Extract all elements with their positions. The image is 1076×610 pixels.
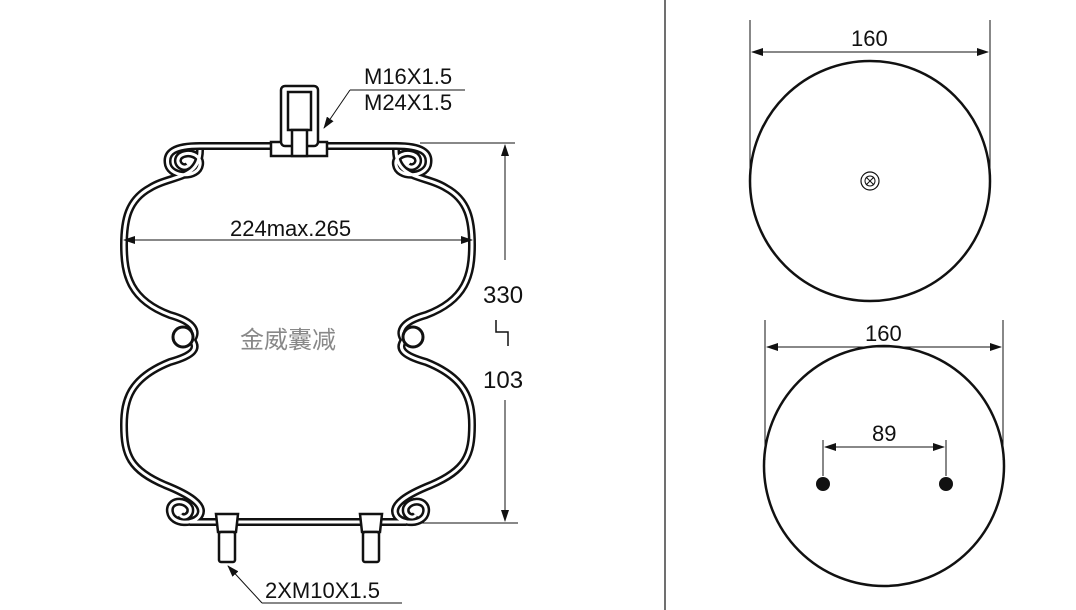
bolt-spacing: 89 xyxy=(872,421,896,446)
max-height-dimension: 330 xyxy=(483,282,523,309)
air-spring-side-view xyxy=(124,84,472,564)
bottom-diameter: 160 xyxy=(865,321,902,346)
min-height-dimension: 103 xyxy=(483,367,523,394)
thread-label-m16: M16X1.5 xyxy=(364,64,452,89)
dimensions-side xyxy=(123,89,518,604)
top-view xyxy=(748,20,992,303)
ring-left xyxy=(171,325,195,349)
watermark-logo: 金威囊减 xyxy=(240,326,336,354)
top-diameter: 160 xyxy=(851,26,888,51)
bottom-view xyxy=(762,320,1006,588)
bottom-thread-label: 2XM10X1.5 xyxy=(265,578,380,603)
width-dimension: 224max.265 xyxy=(230,216,351,241)
bolt-hole-left xyxy=(816,477,830,491)
bottom-studs xyxy=(214,512,384,564)
ring-right xyxy=(401,325,425,349)
bolt-hole-right xyxy=(939,477,953,491)
air-inlet-symbol-icon xyxy=(860,171,880,191)
thread-label-m24: M24X1.5 xyxy=(364,90,452,115)
air-inlet-fitting xyxy=(269,84,329,158)
